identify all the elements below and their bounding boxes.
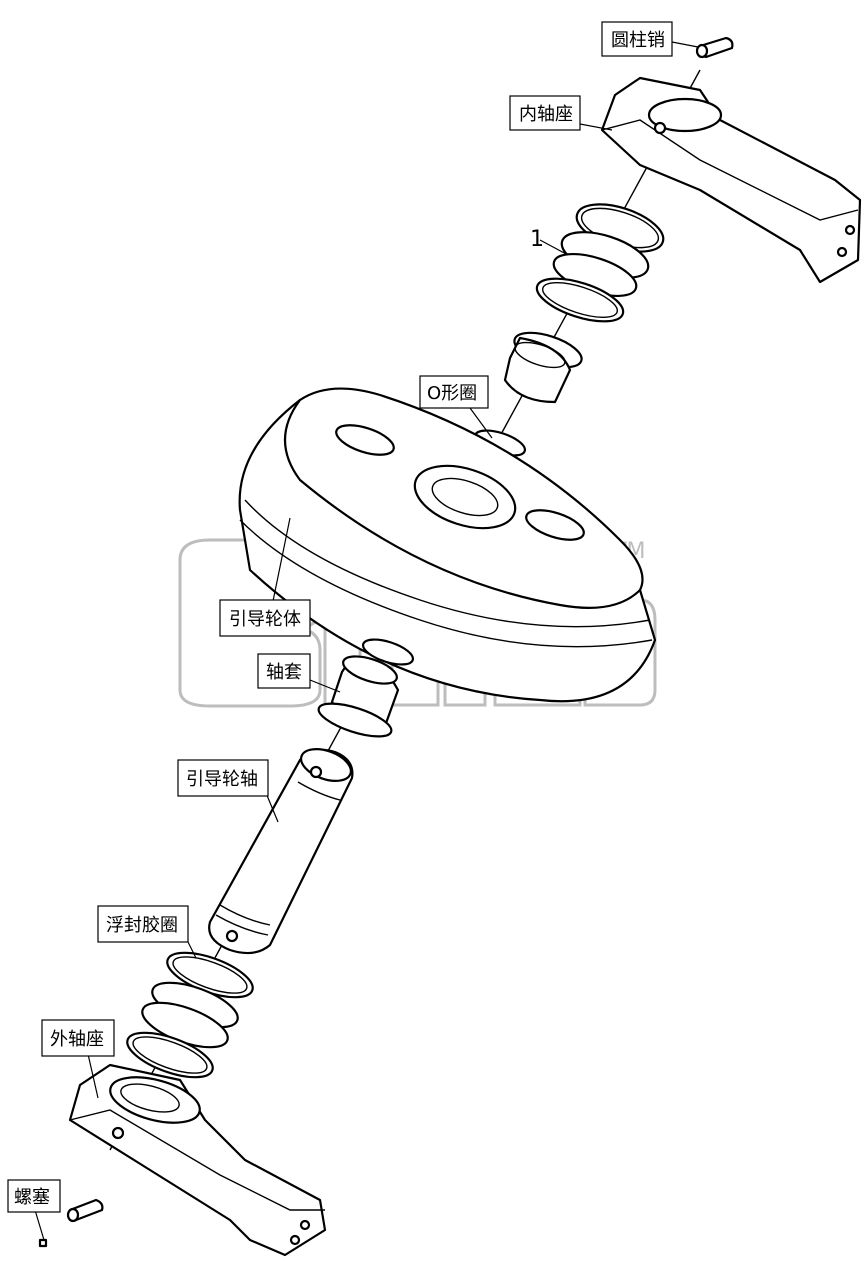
- label-bushing: 轴套: [257, 653, 311, 689]
- cylinder-pin-bottom: [66, 1198, 104, 1223]
- svg-text:内轴座: 内轴座: [519, 104, 573, 125]
- seal-rings-bottom: [126, 951, 254, 1079]
- o-ring-lower: [361, 638, 415, 666]
- seal-rings-top: [535, 203, 665, 323]
- svg-text:O形圈: O形圈: [427, 383, 477, 404]
- label-idler-body: 引导轮体: [219, 599, 311, 637]
- svg-text:轴套: 轴套: [266, 662, 302, 683]
- label-cylinder-pin: 圆柱销: [601, 21, 673, 57]
- label-plug-screw: 螺塞: [7, 1179, 61, 1213]
- svg-text:浮封胶圈: 浮封胶圈: [106, 915, 178, 936]
- bushing-lower: [317, 655, 400, 738]
- plug-screw: [38, 1238, 48, 1248]
- outer-shaft-seat: [68, 1063, 327, 1257]
- cylinder-pin-top: [695, 36, 734, 59]
- svg-text:螺塞: 螺塞: [14, 1187, 50, 1208]
- bushing-top: [503, 331, 583, 404]
- label-float-seal-ring: 浮封胶圈: [97, 905, 189, 943]
- label-o-ring: O形圈: [419, 375, 489, 409]
- idler-shaft: [208, 748, 354, 955]
- inner-shaft-seat: [600, 76, 862, 284]
- label-idler-shaft: 引导轮轴: [177, 759, 269, 797]
- svg-text:外轴座: 外轴座: [50, 1029, 104, 1050]
- svg-text:引导轮体: 引导轮体: [229, 609, 301, 630]
- svg-text:圆柱销: 圆柱销: [611, 30, 665, 51]
- label-outer-shaft-seat: 外轴座: [41, 1019, 115, 1057]
- svg-text:引导轮轴: 引导轮轴: [186, 769, 258, 790]
- idler-wheel-body: [238, 387, 657, 703]
- label-inner-shaft-seat: 内轴座: [509, 95, 581, 131]
- callout-number: 1: [530, 227, 544, 252]
